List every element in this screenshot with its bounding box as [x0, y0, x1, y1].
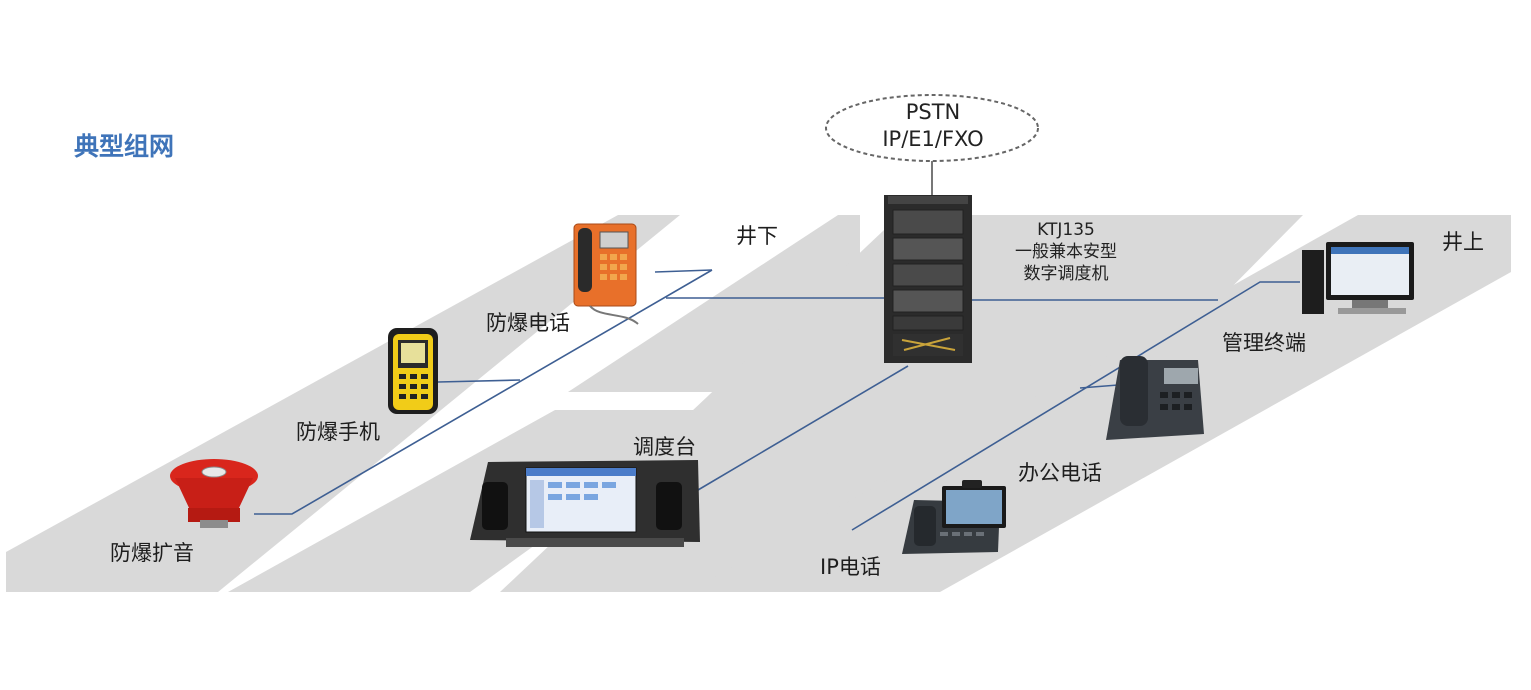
label-explosion-proof-speaker: 防爆扩音: [110, 541, 194, 565]
ip-phone-icon: [902, 480, 1006, 554]
line-handset: [437, 379, 521, 383]
dispatch-switch-label: KTJ135 一般兼本安型 数字调度机: [1000, 219, 1132, 285]
connection-lines: [254, 269, 1300, 531]
zone-bands: [6, 215, 1511, 592]
label-dispatch-console: 调度台: [633, 435, 696, 459]
explosion-proof-phone-icon: [573, 223, 639, 325]
explosion-proof-handset-icon: [388, 328, 438, 414]
office-phone-icon: [1106, 356, 1204, 440]
switch-line-3: 数字调度机: [1023, 264, 1109, 284]
explosion-proof-speaker-icon: [170, 459, 258, 528]
pstn-cloud: [825, 94, 1039, 162]
page-title: 典型组网: [74, 132, 175, 161]
band-underground-outer: [6, 215, 680, 592]
switch-line-2: 一般兼本安型: [1015, 242, 1117, 262]
dispatch-console-icon: [470, 460, 700, 547]
line-speaker-trunk: [254, 269, 713, 515]
switch-model: KTJ135: [1037, 220, 1095, 240]
label-explosion-proof-handset: 防爆手机: [296, 420, 380, 444]
zone-label-underground: 井下: [736, 224, 778, 248]
line-console: [697, 365, 909, 491]
cloud-line-2: IP/E1/FXO: [882, 127, 984, 151]
line-surface-trunk: [851, 281, 1300, 531]
label-office-phone: 办公电话: [1018, 461, 1102, 485]
line-phone: [654, 269, 713, 273]
pstn-cloud-label: PSTN IP/E1/FXO: [826, 99, 1040, 153]
label-ip-phone: IP电话: [820, 555, 881, 579]
label-explosion-proof-phone: 防爆电话: [486, 311, 570, 335]
cloud-line-1: PSTN: [905, 100, 961, 124]
band-center: [500, 215, 1303, 592]
line-office-phone: [1079, 384, 1119, 389]
label-management-terminal: 管理终端: [1222, 331, 1306, 355]
band-underground-middle: [228, 410, 722, 592]
management-terminal-icon: [1302, 242, 1414, 314]
zone-label-surface: 井上: [1442, 230, 1484, 254]
dispatch-switch-rack: [884, 195, 972, 363]
